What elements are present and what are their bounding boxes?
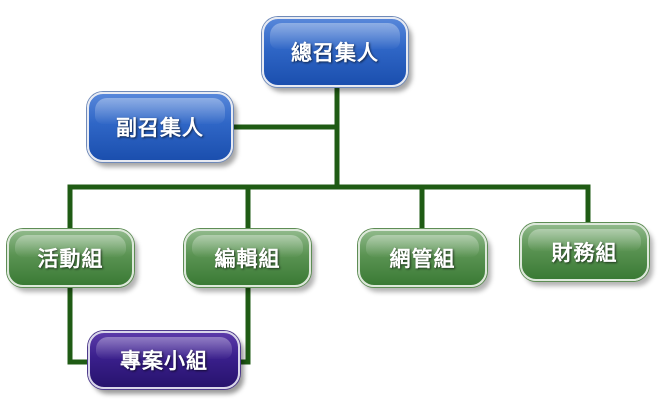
node-project-group-label: 專案小組 bbox=[120, 349, 208, 373]
node-network-team: 網管組 bbox=[358, 229, 487, 287]
node-editing-team-label: 編輯組 bbox=[214, 247, 281, 271]
node-editing-team: 編輯組 bbox=[184, 229, 311, 287]
node-chief-coordinator: 總召集人 bbox=[262, 17, 408, 87]
node-deputy-coordinator: 副召集人 bbox=[87, 92, 233, 162]
node-activity-team: 活動組 bbox=[7, 229, 134, 287]
node-activity-team-label: 活動組 bbox=[37, 247, 104, 271]
node-chief-coordinator-label: 總召集人 bbox=[291, 41, 379, 65]
node-network-team-label: 網管組 bbox=[389, 247, 456, 271]
node-project-group: 專案小組 bbox=[88, 331, 240, 389]
node-finance-team: 財務組 bbox=[520, 223, 649, 281]
node-deputy-coordinator-label: 副召集人 bbox=[116, 116, 204, 140]
node-finance-team-label: 財務組 bbox=[551, 241, 618, 265]
